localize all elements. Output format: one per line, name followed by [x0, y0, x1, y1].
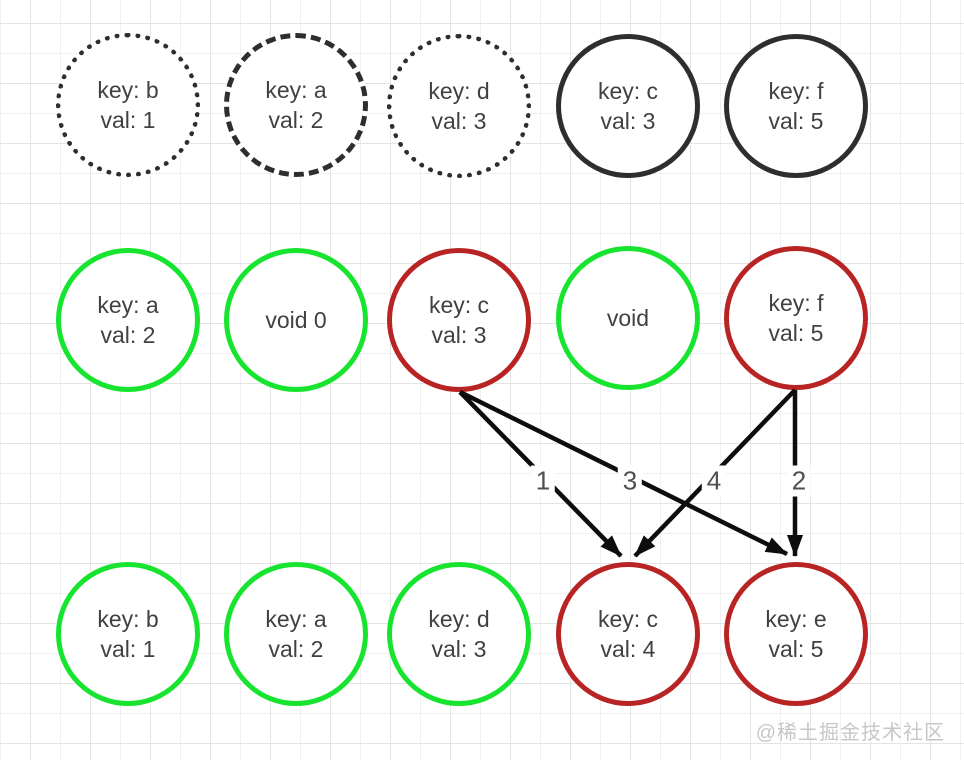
node-history-d[interactable]: key: d val: 3: [387, 34, 531, 178]
node-key-text: key: c: [597, 606, 659, 632]
node-key-text: void: [606, 305, 650, 331]
node-old-f[interactable]: key: f val: 5: [724, 246, 868, 390]
node-val-text: val: 3: [431, 636, 487, 662]
node-key-text: key: c: [428, 292, 490, 318]
node-history-b[interactable]: key: b val: 1: [56, 33, 200, 177]
node-key-text: key: a: [265, 77, 327, 103]
node-key-text: key: b: [97, 606, 159, 632]
node-new-b[interactable]: key: b val: 1: [56, 562, 200, 706]
node-val-text: val: 3: [600, 108, 656, 134]
node-key-text: key: f: [768, 290, 824, 316]
node-key-text: key: b: [97, 77, 159, 103]
node-old-void[interactable]: void: [556, 246, 700, 390]
node-val-text: val: 2: [268, 107, 324, 133]
node-val-text: val: 1: [100, 636, 156, 662]
node-val-text: val: 5: [768, 108, 824, 134]
node-key-text: key: f: [768, 78, 824, 104]
node-val-text: val: 5: [768, 320, 824, 346]
node-old-c[interactable]: key: c val: 3: [387, 248, 531, 392]
node-history-f[interactable]: key: f val: 5: [724, 34, 868, 178]
node-history-a[interactable]: key: a val: 2: [224, 33, 368, 177]
node-key-text: key: a: [97, 292, 159, 318]
node-key-text: key: e: [765, 606, 827, 632]
node-val-text: val: 5: [768, 636, 824, 662]
node-old-a[interactable]: key: a val: 2: [56, 248, 200, 392]
node-val-text: val: 2: [268, 636, 324, 662]
node-key-text: key: a: [265, 606, 327, 632]
node-history-c[interactable]: key: c val: 3: [556, 34, 700, 178]
watermark-text: @稀土掘金技术社区: [755, 722, 945, 744]
node-key-text: key: c: [597, 78, 659, 104]
node-val-text: val: 1: [100, 107, 156, 133]
node-old-void0[interactable]: void 0: [224, 248, 368, 392]
node-key-text: key: d: [428, 606, 490, 632]
node-val-text: val: 4: [600, 636, 656, 662]
node-val-text: val: 2: [100, 322, 156, 348]
node-key-text: void 0: [265, 307, 327, 333]
node-new-e[interactable]: key: e val: 5: [724, 562, 868, 706]
node-new-c[interactable]: key: c val: 4: [556, 562, 700, 706]
node-key-text: key: d: [428, 78, 490, 104]
node-val-text: val: 3: [431, 108, 487, 134]
node-new-a[interactable]: key: a val: 2: [224, 562, 368, 706]
node-val-text: val: 3: [431, 322, 487, 348]
node-new-d[interactable]: key: d val: 3: [387, 562, 531, 706]
